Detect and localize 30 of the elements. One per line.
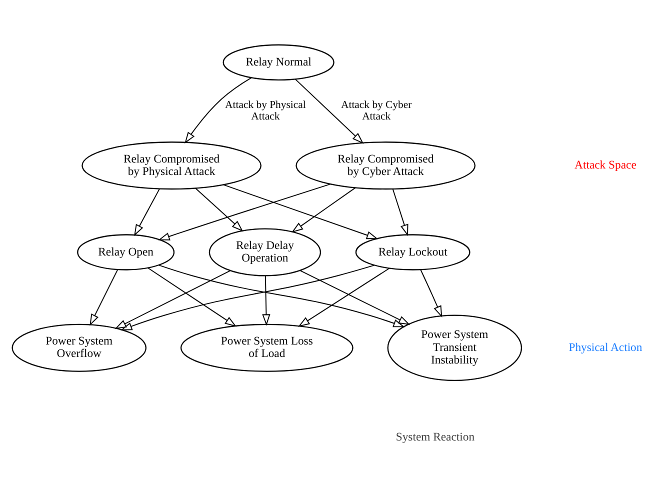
- node-ellipse: Relay Open: [77, 234, 175, 270]
- node-ellipse: Relay Compromised by Physical Attack: [82, 142, 262, 190]
- arrow: [90, 269, 118, 326]
- arrow: [294, 78, 364, 144]
- node-ellipse: Relay Normal: [222, 44, 334, 80]
- arrow: [120, 264, 375, 330]
- arrow: [114, 270, 231, 329]
- arrow: [184, 77, 252, 144]
- arrow: [134, 188, 160, 236]
- arrow: [392, 188, 408, 236]
- arrow: [298, 268, 390, 327]
- arrow: [194, 188, 244, 232]
- edge-label: Attack by Cyber Attack: [341, 98, 412, 123]
- arrow: [147, 267, 237, 327]
- arrow: [420, 269, 442, 318]
- arrow: [300, 270, 410, 325]
- label: Physical Action: [568, 340, 642, 354]
- label: Attack Space: [574, 158, 636, 172]
- node-ellipse: Relay Lockout: [355, 234, 470, 270]
- arrow: [158, 184, 331, 240]
- arrow: [222, 184, 378, 240]
- node-ellipse: Power System Overflow: [12, 324, 147, 372]
- label: System Reaction: [396, 430, 475, 444]
- edge-label: Attack by Physical Attack: [225, 98, 306, 123]
- arrow: [291, 187, 356, 233]
- node-ellipse: Relay Delay Operation: [208, 228, 322, 276]
- arrow: [158, 264, 405, 328]
- node-ellipse: Power System Loss of Load: [180, 324, 354, 372]
- arrow: [262, 275, 270, 326]
- node-ellipse: Relay Compromised by Cyber Attack: [296, 142, 476, 190]
